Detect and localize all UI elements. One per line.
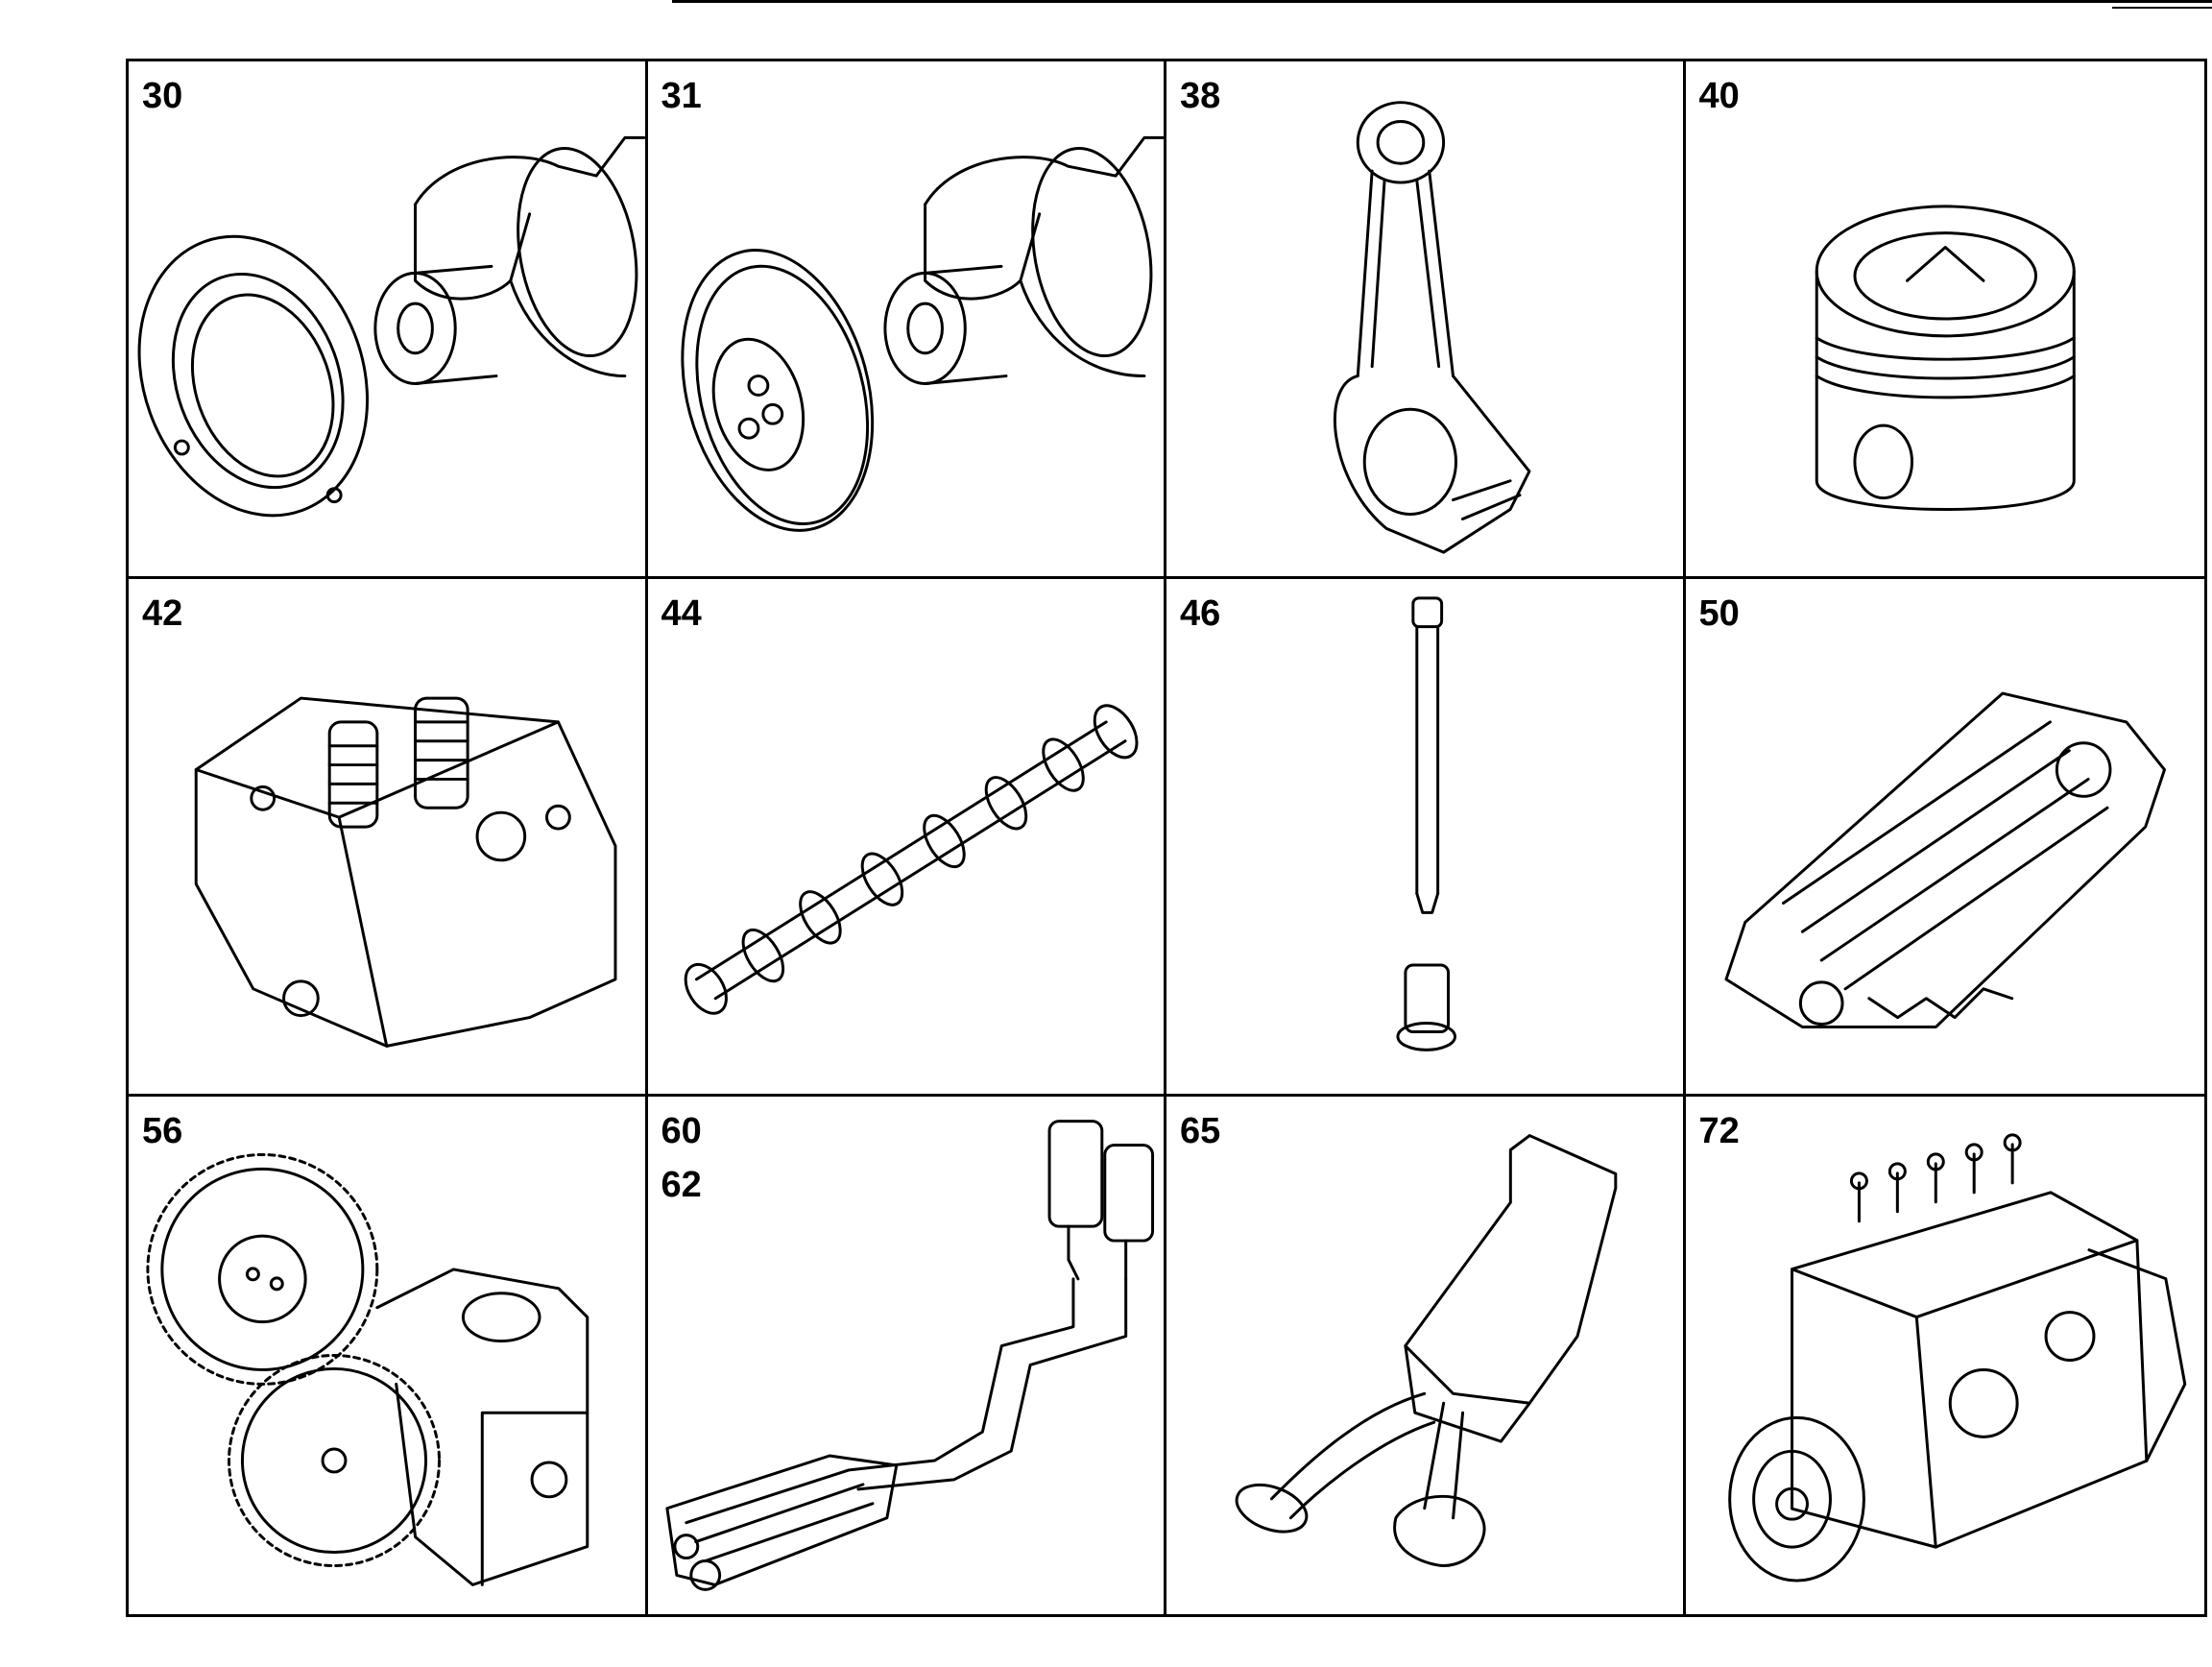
connecting-rod-icon — [1333, 101, 1531, 554]
part-number: 44 — [661, 593, 702, 634]
part-cell-65[interactable]: 65 — [1166, 1097, 1686, 1614]
part-cell-30[interactable]: 30 — [129, 61, 648, 579]
injection-pump-icon — [1727, 1133, 2186, 1582]
part-cell-46[interactable]: 46 — [1166, 579, 1686, 1097]
camshaft-icon — [684, 704, 1138, 1015]
push-rod-and-tappet-icon — [1396, 596, 1457, 1051]
oil-suction-pipe-icon — [1235, 1134, 1618, 1567]
part-cell-31[interactable]: 31 — [647, 61, 1166, 579]
part-number: 38 — [1180, 76, 1221, 116]
top-rule — [672, 0, 2212, 3]
part-number: 31 — [661, 76, 702, 116]
part-cell-50[interactable]: 50 — [1685, 579, 2204, 1097]
part-number: 30 — [142, 76, 183, 116]
cylinder-head-icon — [194, 696, 617, 1048]
part-cell-60-62[interactable]: 60 62 — [648, 1097, 1166, 1614]
part-number-secondary: 62 — [661, 1165, 702, 1205]
part-number: 42 — [142, 593, 183, 634]
part-cell-44[interactable]: 44 — [647, 579, 1166, 1097]
part-number: 72 — [1698, 1111, 1740, 1151]
oil-pump-icon — [146, 1152, 589, 1586]
part-cell-38[interactable]: 38 — [1166, 61, 1686, 579]
part-number: 56 — [142, 1111, 183, 1151]
crankshaft-with-seal-flange-icon — [137, 135, 645, 518]
part-cell-40[interactable]: 40 — [1685, 61, 2204, 579]
part-number: 40 — [1698, 76, 1740, 116]
part-cell-42[interactable]: 42 — [129, 579, 648, 1097]
piston-icon — [1815, 205, 2076, 511]
part-cell-56[interactable]: 56 — [129, 1097, 648, 1614]
parts-index-grid: 30 31 — [126, 59, 2207, 1617]
oil-filter-and-lines-icon — [664, 1120, 1154, 1591]
part-number: 65 — [1180, 1111, 1221, 1151]
part-number: 50 — [1698, 593, 1740, 634]
part-number: 46 — [1180, 593, 1221, 634]
part-cell-72[interactable]: 72 — [1686, 1097, 2205, 1614]
crankshaft-with-vibration-damper-icon — [680, 135, 1164, 532]
oil-cooler-icon — [1723, 691, 2166, 1029]
top-rule-short — [2112, 7, 2212, 9]
part-number: 60 — [661, 1111, 702, 1151]
